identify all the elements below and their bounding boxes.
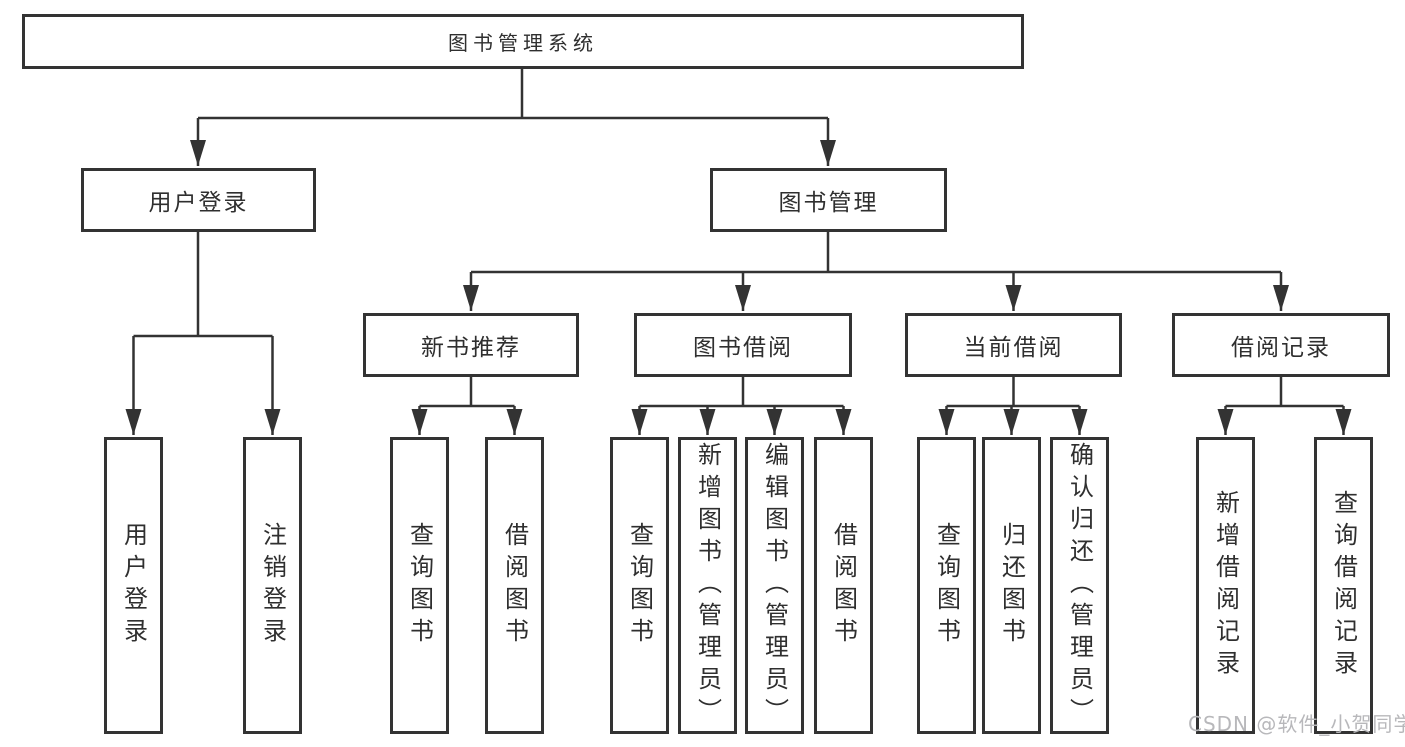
wire-book-management-bus	[471, 232, 1281, 274]
node-book-management: 图书管理	[710, 168, 947, 232]
leaf-query-borrow-record: 查询借阅记录	[1314, 437, 1373, 734]
leaf-borrow-books-2-label: 借阅图书	[829, 521, 858, 650]
node-root-label: 图书管理系统	[448, 31, 598, 55]
wire-current-borrow-bus	[946, 377, 1080, 408]
leaf-query-borrow-record-label: 查询借阅记录	[1329, 489, 1358, 682]
wire-root-bus	[198, 69, 828, 120]
leaf-borrow-books-1-label: 借阅图书	[500, 521, 529, 650]
wire-user-login-bus	[133, 232, 273, 338]
wire-book-borrow-bus	[639, 377, 844, 408]
node-root: 图书管理系统	[22, 14, 1024, 69]
leaf-query-books-1-label: 查询图书	[405, 521, 434, 650]
node-new-book-recommend: 新书推荐	[363, 313, 579, 377]
node-new-book-recommend-label: 新书推荐	[421, 335, 521, 361]
watermark-text: CSDN @软件_小贺同学	[1188, 712, 1405, 736]
node-current-borrow-label: 当前借阅	[963, 335, 1064, 361]
node-current-borrow: 当前借阅	[905, 313, 1122, 377]
leaf-return-books-label: 归还图书	[997, 521, 1026, 650]
leaf-add-books-admin-label: 新增图书（管理员）	[693, 441, 722, 730]
leaf-confirm-return-admin: 确认归还（管理员）	[1050, 437, 1109, 734]
leaf-query-books-1: 查询图书	[390, 437, 449, 734]
leaf-return-books: 归还图书	[982, 437, 1041, 734]
leaf-user-login: 用户登录	[104, 437, 163, 734]
leaf-logout-label: 注销登录	[258, 521, 287, 650]
leaf-borrow-books-2: 借阅图书	[814, 437, 873, 734]
node-user-login: 用户登录	[81, 168, 316, 232]
leaf-confirm-return-admin-label: 确认归还（管理员）	[1065, 441, 1094, 730]
node-book-borrow-label: 图书借阅	[693, 335, 793, 361]
leaf-query-books-3: 查询图书	[917, 437, 976, 734]
leaf-query-books-2: 查询图书	[610, 437, 669, 734]
node-book-borrow: 图书借阅	[634, 313, 852, 377]
leaf-query-books-3-label: 查询图书	[932, 521, 961, 650]
leaf-edit-books-admin-label: 编辑图书（管理员）	[760, 441, 789, 730]
leaf-borrow-books-1: 借阅图书	[485, 437, 544, 734]
wire-borrow-records-bus	[1225, 377, 1344, 408]
leaf-query-books-2-label: 查询图书	[625, 521, 654, 650]
leaf-add-borrow-record-label: 新增借阅记录	[1211, 489, 1240, 682]
node-book-management-label: 图书管理	[778, 190, 879, 216]
wire-new-book-recommend-bus	[419, 377, 515, 408]
node-user-login-label: 用户登录	[148, 190, 249, 216]
leaf-add-borrow-record: 新增借阅记录	[1196, 437, 1255, 734]
node-borrow-records-label: 借阅记录	[1231, 335, 1331, 361]
leaf-user-login-label: 用户登录	[119, 521, 148, 650]
leaf-logout: 注销登录	[243, 437, 302, 734]
leaf-add-books-admin: 新增图书（管理员）	[678, 437, 737, 734]
node-borrow-records: 借阅记录	[1172, 313, 1390, 377]
leaf-edit-books-admin: 编辑图书（管理员）	[745, 437, 804, 734]
